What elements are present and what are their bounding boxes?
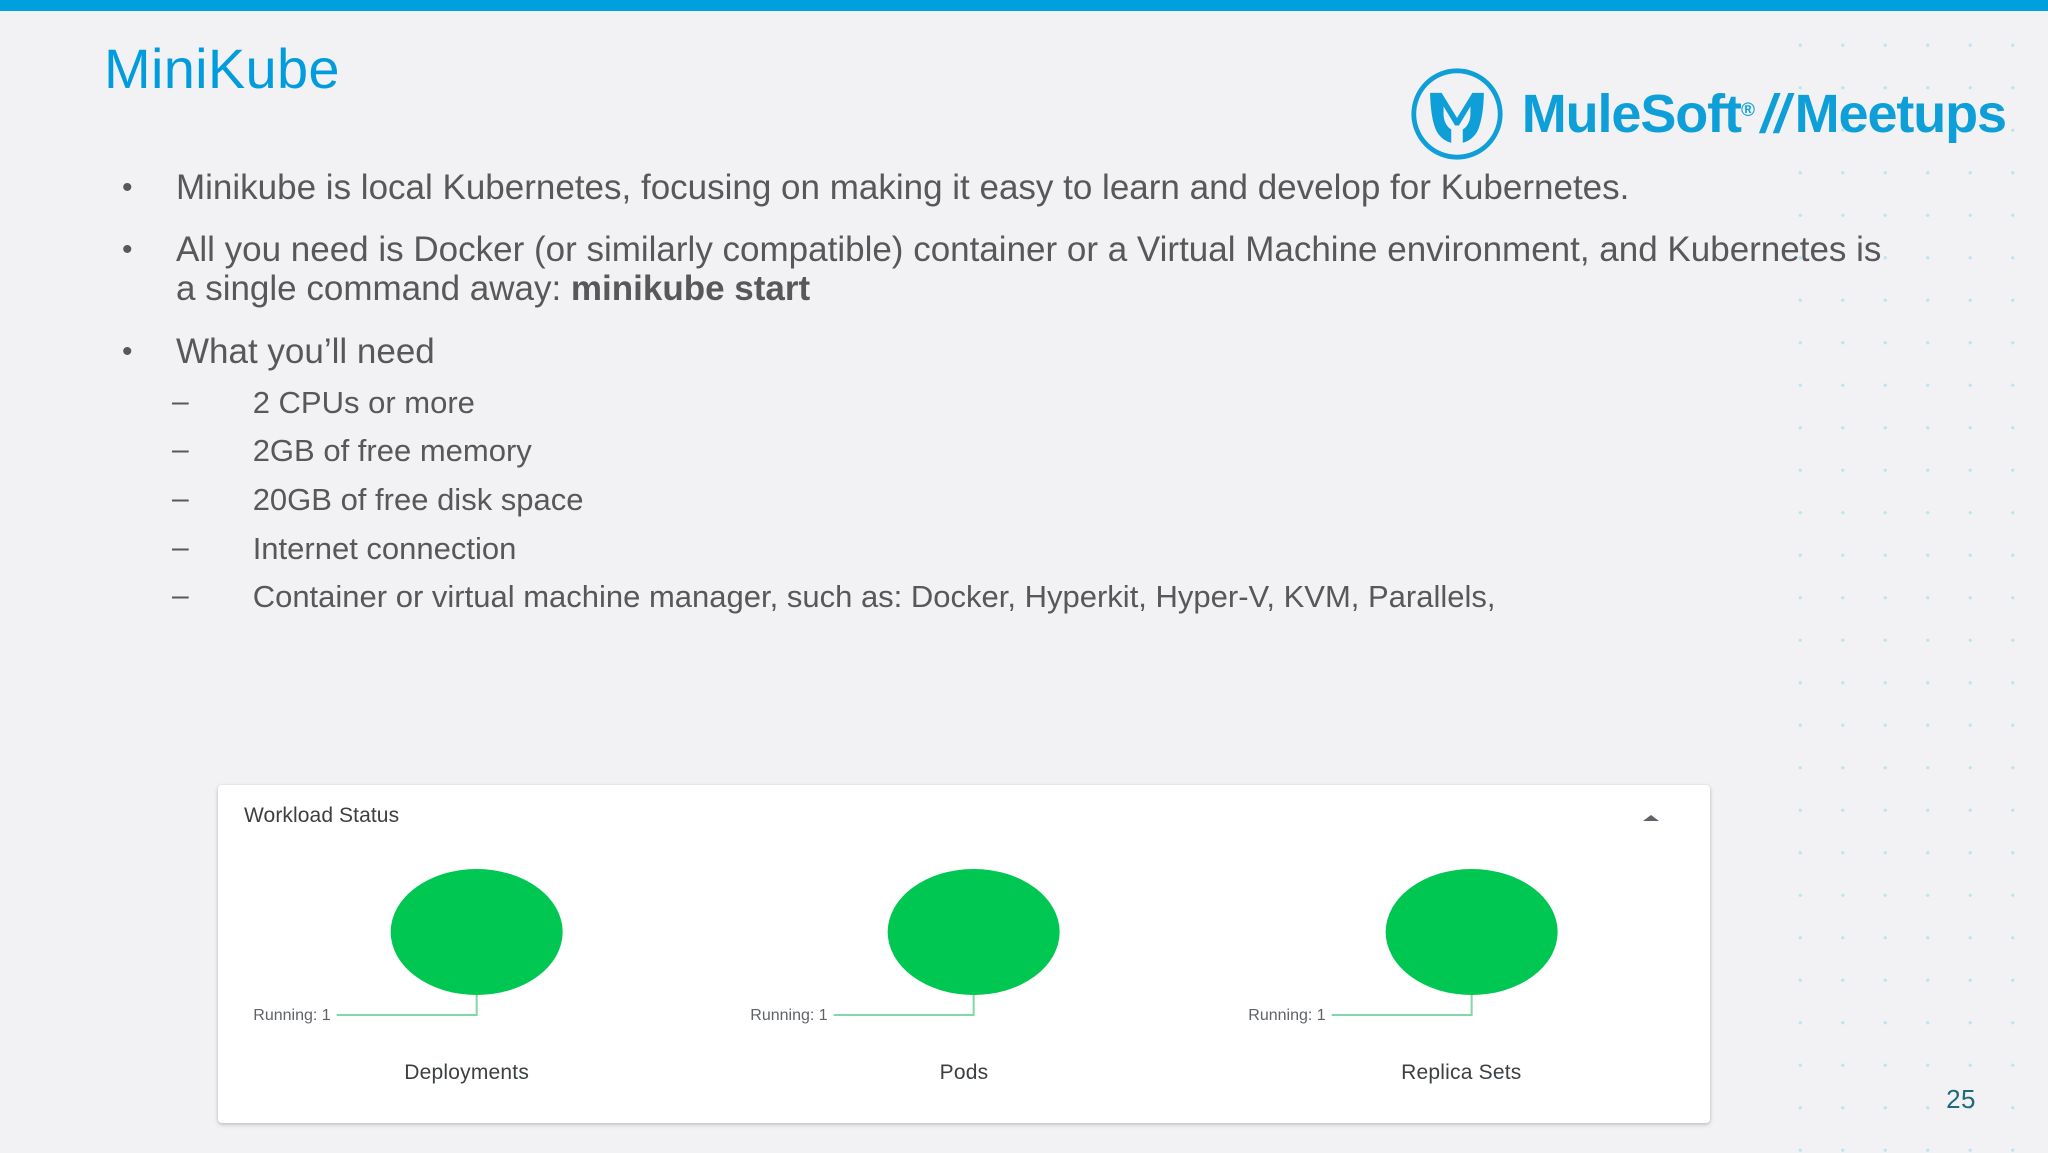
sub-bullet-marker: – [172,384,189,418]
slide-body: • Minikube is local Kubernetes, focusing… [104,168,1904,628]
logo-word-primary: MuleSoft [1521,84,1742,144]
sub-bullet-text: 20GB of free disk space [252,482,584,518]
pie-slice-label: Running: 1 [1248,1007,1325,1024]
chart-replica-sets: Running: 1 Replica Sets [1213,847,1710,1123]
workload-status-card: Workload Status Running: 1 Deployments [218,785,1710,1123]
callout-leader-line [1331,995,1473,1016]
bullet-item: • All you need is Docker (or similarly c… [104,230,1904,308]
bullet-item: • What you’ll need [104,332,1904,371]
chevron-up-icon[interactable] [1640,811,1662,825]
pie-slice-label: Running: 1 [253,1007,330,1024]
sub-bullet-marker: – [172,433,189,467]
sub-bullet-item: – 20GB of free disk space [104,482,1904,518]
pie-slice-running[interactable] [887,869,1060,995]
logo-registered-mark: ® [1740,100,1755,121]
bullet-item: • Minikube is local Kubernetes, focusing… [104,168,1904,207]
chart-deployments: Running: 1 Deployments [218,847,715,1123]
pie-chart-replica-sets: Running: 1 [1248,869,1558,1024]
sub-bullet-marker: – [172,530,189,564]
page-title: MiniKube [104,37,340,100]
bullet-marker: • [122,171,133,204]
sub-bullet-marker: – [172,482,189,516]
bullet-emphasis: minikube start [570,269,811,309]
card-title: Workload Status [244,804,400,827]
mulesoft-meetups-logo: MuleSoft®//Meetups [1409,66,2007,162]
chart-title-replica-sets: Replica Sets [1401,1061,1522,1084]
bullet-text: What you’ll need [176,331,435,371]
bullet-text: All you need is Docker (or similarly com… [176,230,1882,309]
sub-bullet-item: – 2 CPUs or more [104,385,1904,421]
sub-bullet-text: 2GB of free memory [252,433,532,469]
chart-title-deployments: Deployments [404,1061,530,1084]
callout-leader-line [336,995,478,1016]
callout-leader-line [833,995,975,1016]
top-accent-bar [0,0,2048,11]
logo-word-secondary: Meetups [1794,84,2007,144]
logo-separator: // [1760,84,1790,144]
sub-bullet-item: – Container or virtual machine manager, … [104,579,1904,615]
sub-bullet-marker: – [172,579,189,613]
pie-slice-running[interactable] [390,869,563,995]
chart-title-pods: Pods [939,1061,989,1084]
pie-slice-running[interactable] [1385,869,1558,995]
card-header: Workload Status [218,785,1710,847]
pie-chart-pods: Running: 1 [751,869,1060,1024]
workload-charts: Running: 1 Deployments Running: 1 Pods R… [218,847,1710,1123]
chart-pods: Running: 1 Pods [715,847,1212,1123]
sub-bullet-item: – Internet connection [104,531,1904,567]
pie-chart-deployments: Running: 1 [253,869,563,1024]
mulesoft-m-logo-icon [1409,66,1505,162]
logo-wordmark: MuleSoft®//Meetups [1521,84,2007,144]
bullet-marker: • [122,334,133,368]
sub-bullet-text: Internet connection [252,530,517,566]
sub-bullet-text: 2 CPUs or more [252,384,475,420]
sub-bullet-item: – 2GB of free memory [104,433,1904,469]
pie-slice-label: Running: 1 [751,1007,828,1024]
page-number: 25 [1946,1084,1976,1114]
bullet-text: Minikube is local Kubernetes, focusing o… [176,168,1630,207]
bullet-marker: • [122,233,133,267]
sub-bullet-text: Container or virtual machine manager, su… [252,579,1496,615]
